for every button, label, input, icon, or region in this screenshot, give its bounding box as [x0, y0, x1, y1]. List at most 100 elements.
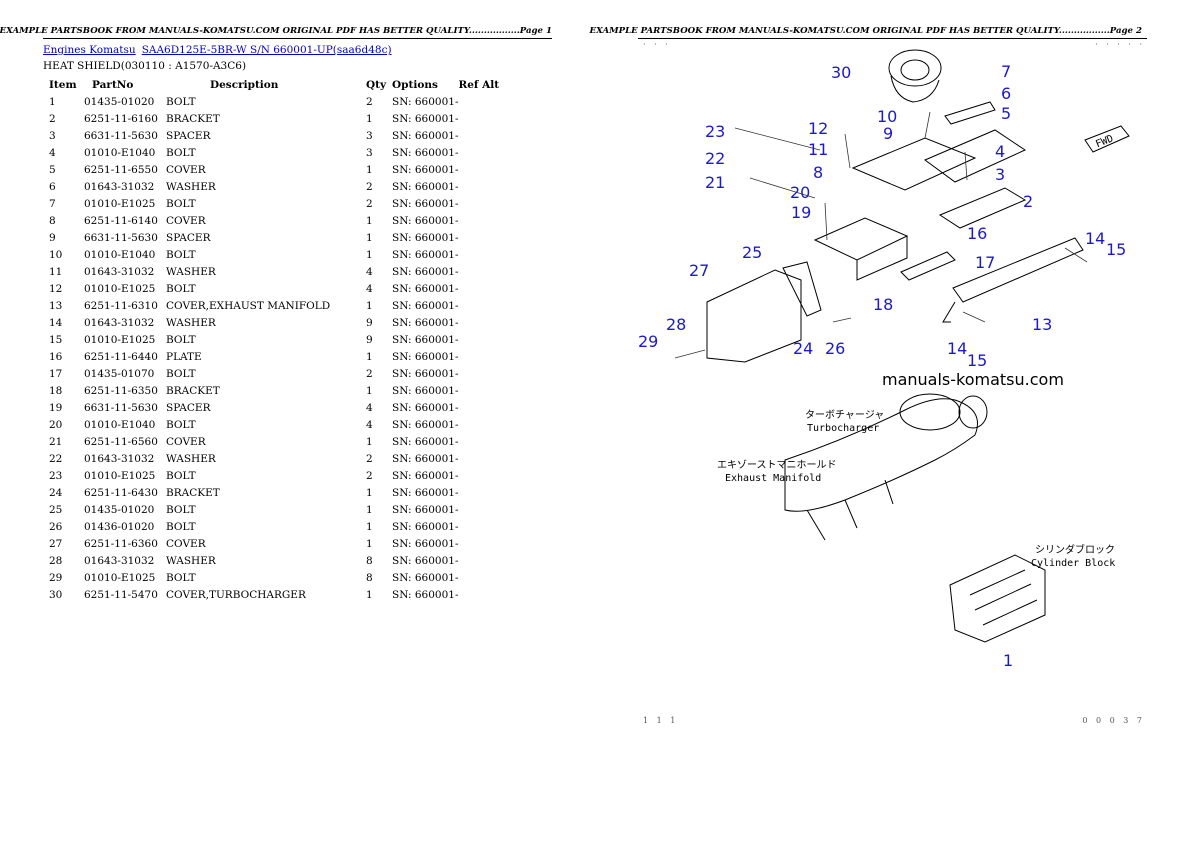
- qty-cell: 1: [366, 299, 373, 312]
- partno-cell: 6251-11-6550: [84, 163, 158, 176]
- ref-alt-cell: [459, 280, 509, 297]
- description-cell: BRACKET: [166, 112, 220, 125]
- description-cell: SPACER: [166, 401, 211, 414]
- ref-alt-cell: [459, 110, 509, 127]
- partno-cell: 6251-11-5470: [84, 588, 158, 601]
- section-title: HEAT SHIELD(030110 : A1570-A3C6): [43, 60, 247, 72]
- item-cell: 10: [49, 248, 63, 261]
- description-cell: BOLT: [166, 146, 196, 159]
- ref-alt-cell: [459, 518, 509, 535]
- description-cell: BOLT: [166, 248, 196, 261]
- partno-cell: 01010-E1025: [84, 197, 156, 210]
- item-cell: 20: [49, 418, 63, 431]
- options-cell: SN: 660001-: [392, 316, 459, 329]
- callout-26: 26: [825, 339, 845, 358]
- ref-alt-cell: [459, 93, 509, 110]
- cylinder-block-label: Cylinder Block: [1031, 558, 1115, 569]
- qty-cell: 1: [366, 520, 373, 533]
- callout-28: 28: [666, 315, 686, 334]
- ref-alt-cell: [459, 433, 509, 450]
- qty-cell: 2: [366, 180, 373, 193]
- options-cell: SN: 660001-: [392, 452, 459, 465]
- corner-mark-bottom-right: 0 0 0 3 7: [1082, 716, 1145, 725]
- item-cell: 11: [49, 265, 63, 278]
- description-cell: WASHER: [166, 452, 216, 465]
- description-cell: BOLT: [166, 520, 196, 533]
- qty-cell: 9: [366, 333, 373, 346]
- options-cell: SN: 660001-: [392, 163, 459, 176]
- breadcrumb: Engines Komatsu SAA6D125E-5BR-W S/N 66000…: [43, 44, 392, 56]
- options-cell: SN: 660001-: [392, 197, 459, 210]
- qty-cell: 8: [366, 554, 373, 567]
- callout-numbers: 1 2 3 4 5 6 7 8 9 10 11 12 13 14 14 15 1…: [638, 62, 1126, 670]
- ref-alt-cell: [459, 263, 509, 280]
- callout-16: 16: [967, 224, 987, 243]
- cylinder-block-label-jp: シリンダブロック: [1035, 543, 1115, 556]
- partno-cell: 01010-E1040: [84, 248, 156, 261]
- qty-cell: 3: [366, 146, 373, 159]
- plate-part: [900, 251, 956, 281]
- options-cell: SN: 660001-: [392, 486, 459, 499]
- turbocharger-manifold-assembly: [784, 393, 988, 541]
- page-header: EXAMPLE PARTSBOOK FROM MANUALS-KOMATSU.C…: [0, 26, 552, 36]
- qty-cell: 1: [366, 537, 373, 550]
- item-cell: 29: [49, 571, 63, 584]
- middle-bracket-part: [813, 217, 909, 281]
- options-cell: SN: 660001-: [392, 146, 459, 159]
- description-cell: BOLT: [166, 571, 196, 584]
- partno-cell: 01010-E1040: [84, 418, 156, 431]
- header-rule: [43, 38, 552, 39]
- qty-cell: 1: [366, 248, 373, 261]
- item-cell: 5: [49, 163, 56, 176]
- ref-alt-cell: [459, 569, 509, 586]
- options-cell: SN: 660001-: [392, 214, 459, 227]
- description-cell: BOLT: [166, 95, 196, 108]
- description-cell: COVER: [166, 435, 206, 448]
- qty-cell: 1: [366, 214, 373, 227]
- qty-cell: 1: [366, 435, 373, 448]
- breadcrumb-link-model[interactable]: SAA6D125E-5BR-W S/N 660001-UP(saa6d48c): [141, 44, 392, 56]
- callout-8: 8: [813, 163, 823, 182]
- item-cell: 18: [49, 384, 63, 397]
- column-header-options: Options: [392, 78, 438, 91]
- leader-lines: [674, 111, 1088, 359]
- callout-22: 22: [705, 149, 725, 168]
- ref-alt-cell: [459, 297, 509, 314]
- options-cell: SN: 660001-: [392, 554, 459, 567]
- callout-20: 20: [790, 183, 810, 202]
- partno-cell: 6251-11-6360: [84, 537, 158, 550]
- breadcrumb-link-engines[interactable]: Engines Komatsu: [43, 44, 136, 56]
- description-cell: BRACKET: [166, 486, 220, 499]
- options-cell: SN: 660001-: [392, 520, 459, 533]
- qty-cell: 2: [366, 367, 373, 380]
- ref-alt-cell: [459, 535, 509, 552]
- callout-24: 24: [793, 339, 813, 358]
- description-cell: BRACKET: [166, 384, 220, 397]
- partno-cell: 6251-11-6350: [84, 384, 158, 397]
- ref-alt-cell: [459, 212, 509, 229]
- partno-cell: 01010-E1025: [84, 469, 156, 482]
- description-cell: WASHER: [166, 180, 216, 193]
- callout-5: 5: [1001, 104, 1011, 123]
- options-cell: SN: 660001-: [392, 384, 459, 397]
- item-cell: 8: [49, 214, 56, 227]
- callout-25: 25: [742, 243, 762, 262]
- description-cell: BOLT: [166, 197, 196, 210]
- callout-21: 21: [705, 173, 725, 192]
- description-cell: BOLT: [166, 282, 196, 295]
- watermark-text: manuals-komatsu.com: [882, 370, 1064, 389]
- qty-cell: 1: [366, 486, 373, 499]
- ref-alt-cell: [459, 246, 509, 263]
- ref-alt-cell: [459, 450, 509, 467]
- partno-cell: 01010-E1025: [84, 333, 156, 346]
- description-cell: COVER: [166, 214, 206, 227]
- item-cell: 26: [49, 520, 63, 533]
- description-cell: BOLT: [166, 367, 196, 380]
- partno-cell: 6631-11-5630: [84, 231, 158, 244]
